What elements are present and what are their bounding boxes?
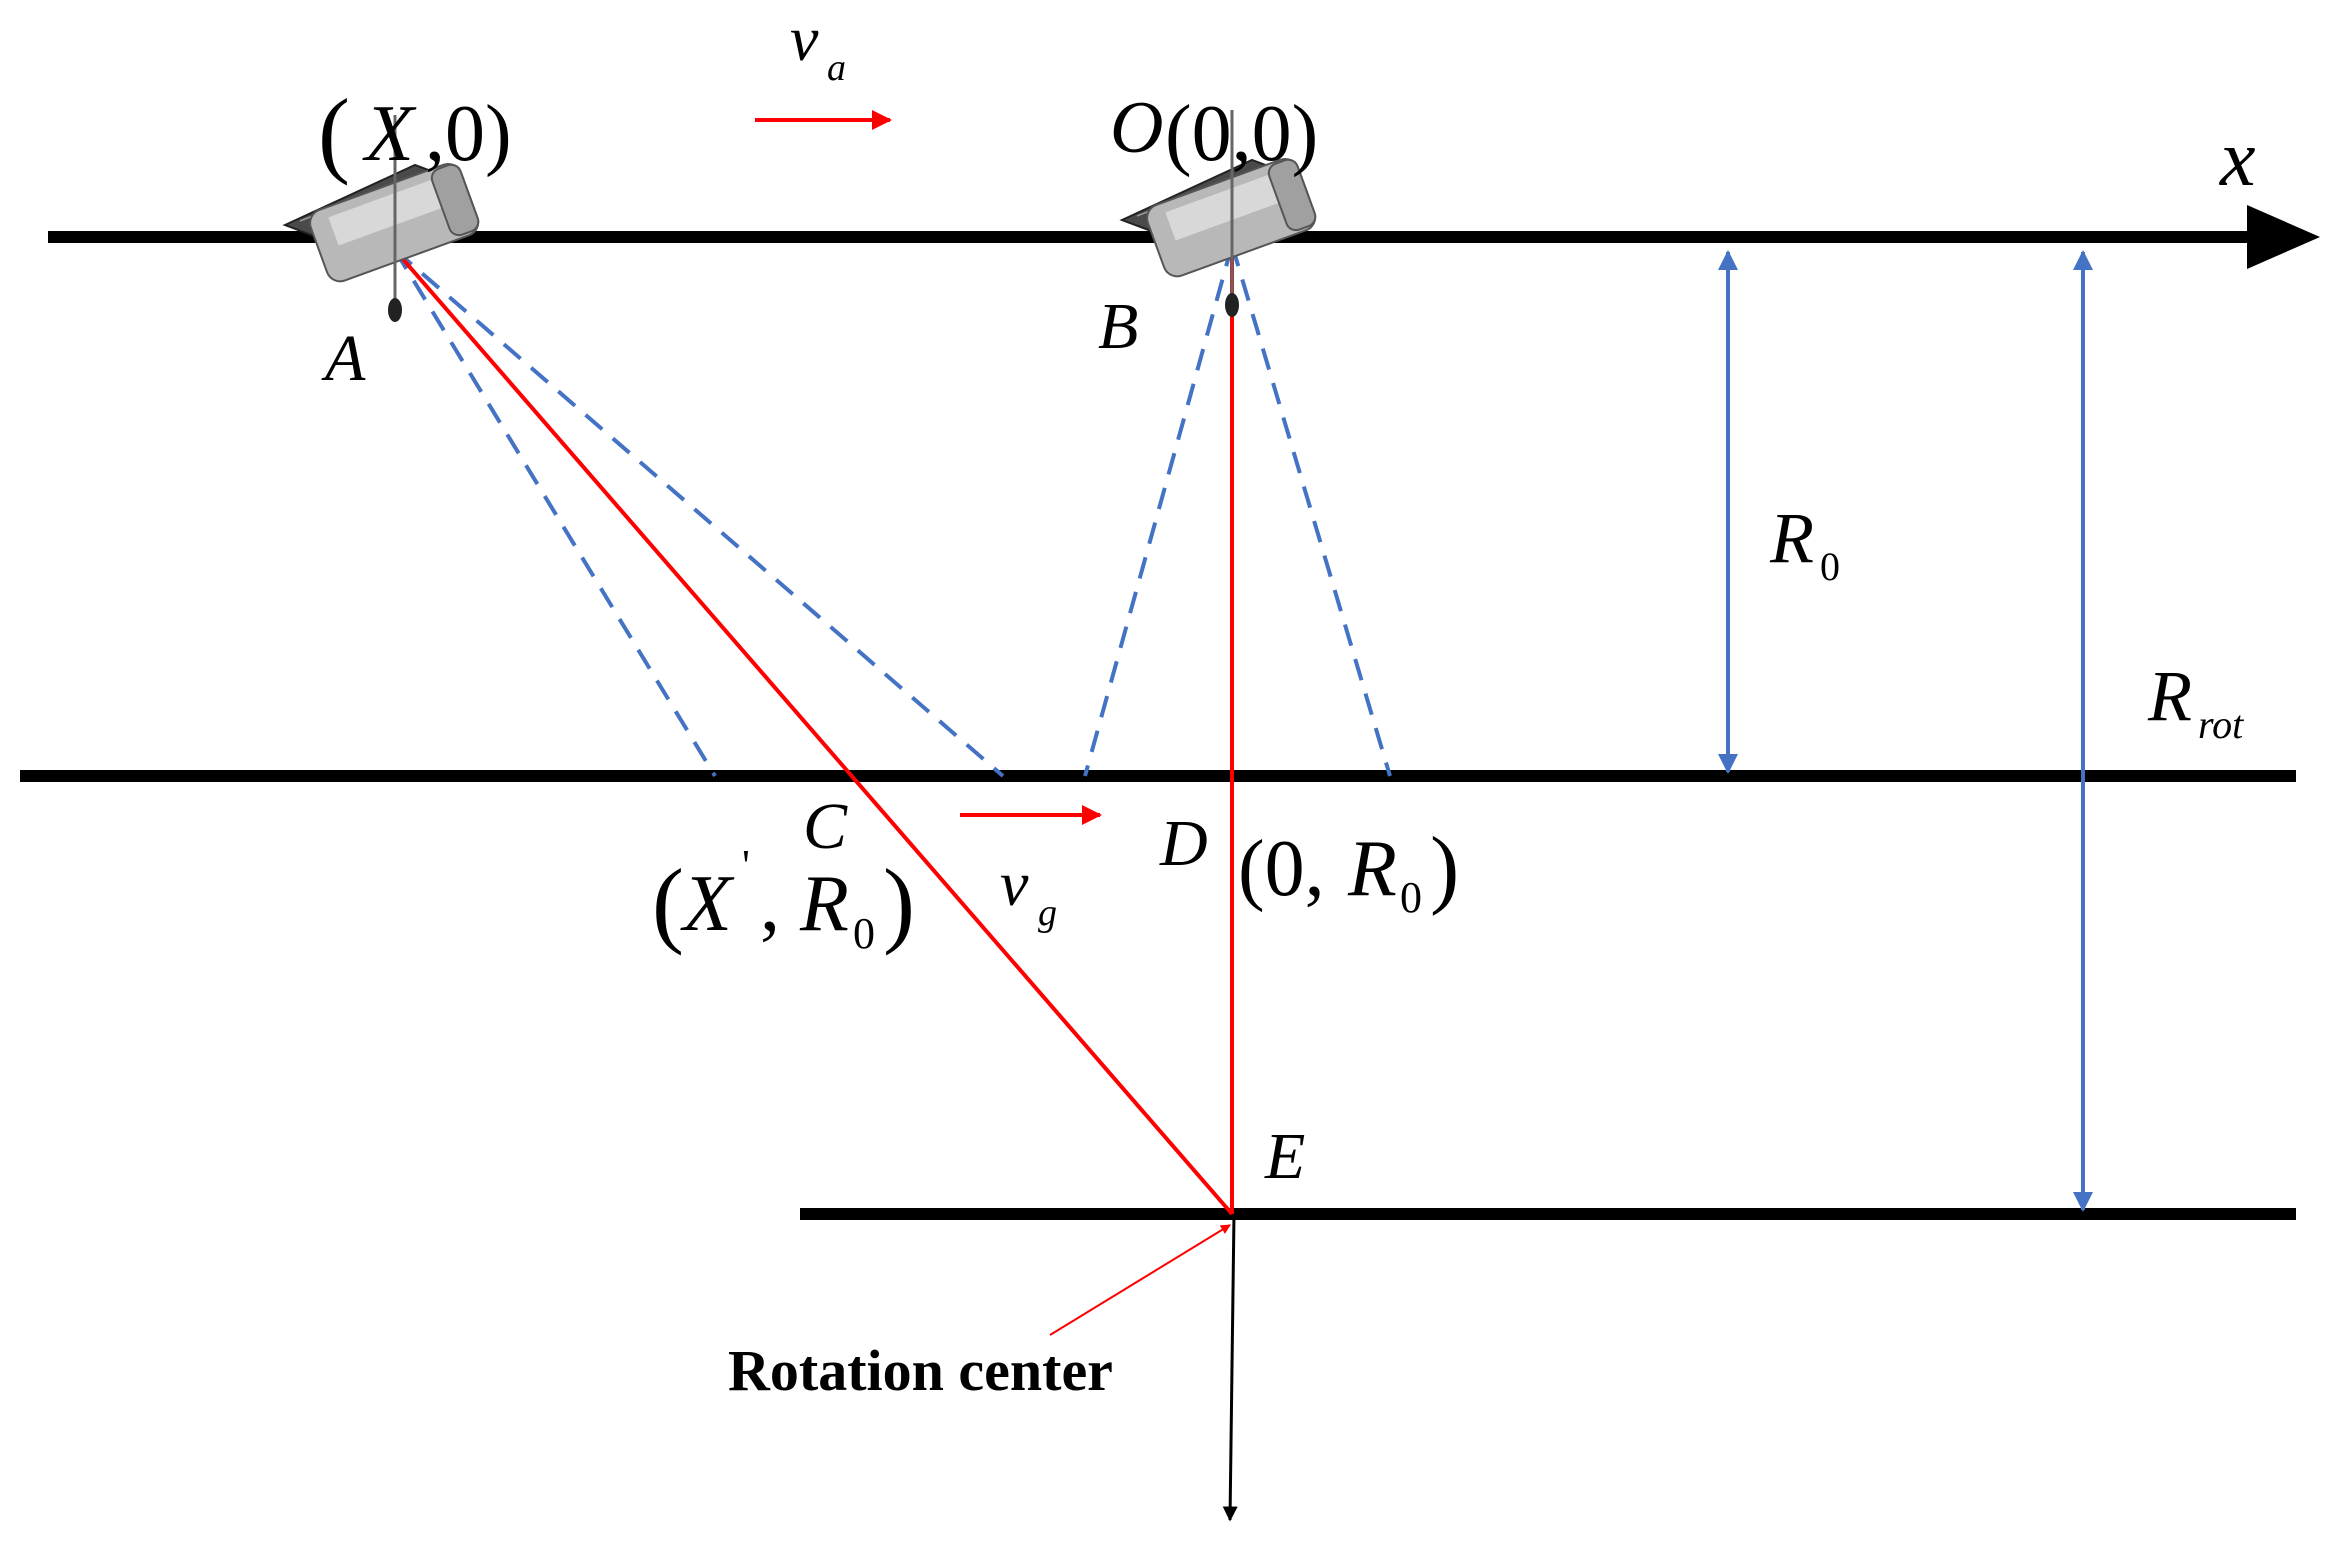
point-b-label: B xyxy=(1098,290,1138,363)
axis-label: x xyxy=(2219,115,2256,203)
rotation-center-pointer xyxy=(1049,1224,1231,1336)
point-a-label: A xyxy=(321,322,366,395)
coord-c-x: X xyxy=(680,860,735,948)
coord-d-sub: 0 xyxy=(1400,873,1422,922)
coord-o: (0,0) xyxy=(1165,90,1318,178)
coord-a-open: ( xyxy=(318,79,350,186)
rrot-label: R xyxy=(2147,656,2192,736)
coord-c-sub: 0 xyxy=(853,909,875,958)
beam-edge-line xyxy=(1230,244,1392,777)
coord-c-r: R xyxy=(799,860,849,948)
coord-a-x: X xyxy=(362,90,417,178)
point-e-label: E xyxy=(1264,1120,1305,1193)
coord-c-close: ) xyxy=(883,849,915,956)
coord-c-prime: ' xyxy=(742,841,750,890)
va-label: v xyxy=(790,3,819,74)
beam-edge-line xyxy=(393,248,717,778)
coord-d-r: R xyxy=(1347,825,1397,913)
beam-edge-line xyxy=(393,248,1005,778)
x-axis-arrowhead xyxy=(2247,205,2320,269)
vg-label: v xyxy=(1000,848,1029,919)
r0-label: R xyxy=(1769,498,1814,578)
r0-subscript: 0 xyxy=(1820,544,1840,589)
vg-subscript: g xyxy=(1038,892,1057,934)
point-c-label: C xyxy=(803,790,848,863)
point-o-label: O xyxy=(1110,87,1163,169)
coord-c-open: ( xyxy=(652,849,684,956)
coord-a-rest: ,0) xyxy=(425,90,512,178)
va-subscript: a xyxy=(827,47,846,89)
slant-range-line xyxy=(393,248,1234,1216)
vertical-axis-line xyxy=(1222,1213,1238,1522)
point-d-label: D xyxy=(1159,807,1208,880)
coord-c-comma: , xyxy=(760,860,780,948)
rotation-center-label: Rotation center xyxy=(728,1338,1113,1403)
coord-d-close: ) xyxy=(1430,820,1459,917)
beam-edge-line xyxy=(1083,244,1234,777)
coord-d-open: (0, xyxy=(1238,825,1325,913)
rrot-subscript: rot xyxy=(2198,702,2244,747)
